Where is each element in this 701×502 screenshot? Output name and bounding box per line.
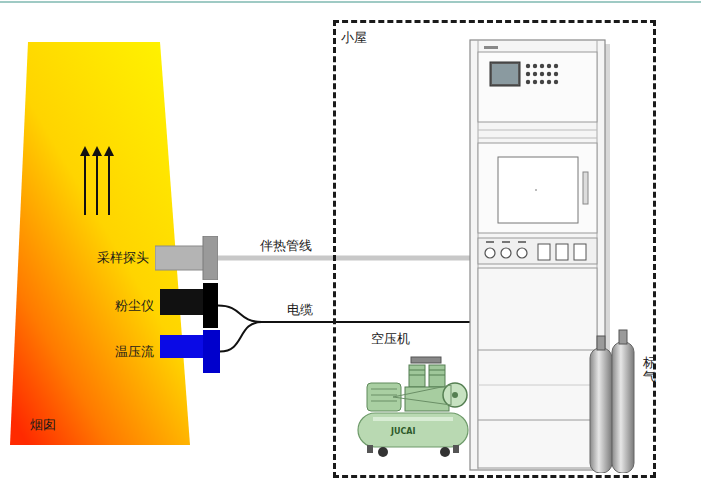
signal-cable: [218, 306, 333, 323]
brand-mark: JUCAI: [391, 427, 416, 436]
signal-cable: [220, 322, 333, 352]
line-label: 伴热管线: [258, 238, 314, 254]
heated-line-inner: [333, 256, 472, 261]
line-label: 电缆: [285, 302, 315, 318]
air-compressor: 空压机: [353, 353, 473, 458]
hut-enclosure: 小屋空压机标气: [333, 20, 656, 478]
dust-meter-label: 粉尘仪: [115, 298, 154, 314]
analyzer-cabinet: [470, 40, 610, 470]
sampling-probe: 采样探头: [155, 236, 218, 280]
tpf-meter-label: 温压流: [115, 344, 154, 360]
chimney-label: 烟囱: [30, 417, 56, 433]
tpf-meter-shape: [160, 330, 220, 373]
probe-label: 采样探头: [97, 250, 149, 266]
dust-meter: 粉尘仪: [160, 283, 218, 328]
dust-meter-shape: [160, 283, 218, 328]
air-compressor-shape: [353, 353, 473, 458]
top-rule: [0, 1, 701, 3]
tpf-meter: 温压流: [160, 330, 220, 373]
compressor-label: 空压机: [371, 331, 410, 347]
heated-sample-line: [218, 256, 333, 261]
calibration-gas-shape: [588, 328, 638, 473]
sampling-probe-shape: [155, 236, 218, 280]
chimney: 烟囱: [10, 42, 190, 445]
hut-label: 小屋: [341, 30, 367, 46]
gas-label: 标气: [643, 356, 656, 385]
chimney-shape: [10, 42, 190, 445]
calibration-gas: 标气: [588, 328, 638, 473]
cable-inner: [333, 321, 472, 323]
